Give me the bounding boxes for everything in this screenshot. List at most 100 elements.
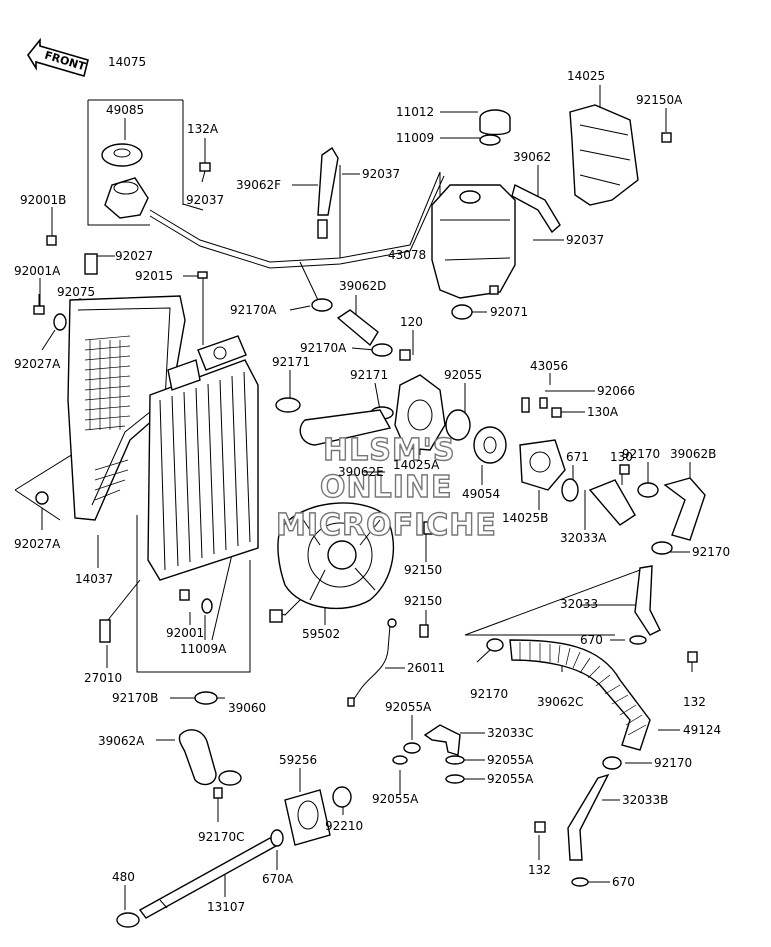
label-480: 480 <box>112 870 135 884</box>
watermark-line-2: ONLINE <box>320 470 453 505</box>
label-92001B: 92001B <box>20 193 66 207</box>
hose-39062C <box>509 639 651 751</box>
grommet-92027A <box>35 491 49 505</box>
label-92001A: 92001A <box>14 264 61 278</box>
label-14025: 14025 <box>567 69 605 83</box>
pipe-32033B <box>567 773 610 861</box>
leader-lines <box>14 85 693 910</box>
bolt-92001B <box>46 235 57 246</box>
label-92071: 92071 <box>490 305 528 319</box>
label-130A: 130A <box>587 405 619 419</box>
label-92170-c: 92170 <box>470 687 508 701</box>
label-39062F: 39062F <box>236 178 281 192</box>
label-92027A: 92027A <box>14 357 61 371</box>
label-39062D: 39062D <box>339 279 386 293</box>
label-92170A: 92170A <box>230 303 277 317</box>
label-92171: 92171 <box>272 355 310 369</box>
label-92027: 92027 <box>115 249 153 263</box>
oring-671 <box>561 478 579 502</box>
hose-39062B <box>663 477 706 541</box>
label-92027A-2: 92027A <box>14 537 61 551</box>
radiator-core <box>147 335 259 581</box>
plug-92066 <box>539 397 548 409</box>
label-11009A: 11009A <box>180 642 227 656</box>
label-49085: 49085 <box>106 103 144 117</box>
circlip-480 <box>116 912 140 928</box>
label-92001: 92001 <box>166 626 204 640</box>
radiator-shroud <box>67 295 186 521</box>
label-39062E: 39062E <box>338 465 384 479</box>
oring-92055A-2 <box>445 755 465 765</box>
hose-39062A <box>178 729 242 786</box>
label-120: 120 <box>400 315 423 329</box>
clamp-92170C <box>213 787 223 799</box>
bolt-132 <box>687 651 698 663</box>
label-39062B: 39062B <box>670 447 716 461</box>
label-92170-d: 92170 <box>654 756 692 770</box>
label-14037: 14037 <box>75 572 113 586</box>
label-92055: 92055 <box>444 368 482 382</box>
label-32033: 32033 <box>560 597 598 611</box>
label-92210: 92210 <box>325 819 363 833</box>
hose-39062F <box>317 146 339 239</box>
label-26011: 26011 <box>407 661 445 675</box>
label-92055A-2: 92055A <box>487 753 534 767</box>
bolt-132-b <box>534 821 546 833</box>
oring-670 <box>629 635 647 645</box>
pipe-32033A <box>588 479 636 526</box>
watermark: HLSM'S ONLINE MICROFICHE <box>275 432 497 543</box>
bolt-132A <box>199 162 211 183</box>
label-92170C: 92170C <box>198 830 245 844</box>
bolt-92150A <box>661 132 672 143</box>
clamp-92170-d <box>602 756 622 770</box>
oring-92055A-1 <box>403 742 421 754</box>
label-92015: 92015 <box>135 269 173 283</box>
label-59502: 59502 <box>302 627 340 641</box>
label-39062A: 39062A <box>98 734 145 748</box>
label-27010: 27010 <box>84 671 122 685</box>
fan-assembly <box>269 502 395 623</box>
label-92170A-2: 92170A <box>300 341 347 355</box>
clamp-92170-b <box>651 541 673 555</box>
label-32033C: 32033C <box>487 726 534 740</box>
clamp-92171 <box>275 397 301 413</box>
washer-11009A <box>201 598 213 614</box>
label-92150: 92150 <box>404 563 442 577</box>
label-92150A: 92150A <box>636 93 683 107</box>
label-11009: 11009 <box>396 131 434 145</box>
filler-neck <box>104 177 149 219</box>
oring-92055A-3 <box>445 774 465 784</box>
watermark-line-1: HLSM'S <box>323 433 455 468</box>
label-92055A-3: 92055A <box>487 772 534 786</box>
thermostat-housing <box>519 439 566 491</box>
reservoir-cap <box>479 109 511 136</box>
hose-39062D <box>336 309 379 347</box>
impeller <box>284 789 331 846</box>
label-39062: 39062 <box>513 150 551 164</box>
label-92170-b: 92170 <box>692 545 730 559</box>
label-92150-b: 92150 <box>404 594 442 608</box>
label-49124: 49124 <box>683 723 721 737</box>
label-92037-c: 92037 <box>566 233 604 247</box>
label-92066: 92066 <box>597 384 635 398</box>
oring-92055 <box>445 409 471 441</box>
bolt-92150 <box>423 521 433 535</box>
label-32033B: 32033B <box>622 793 668 807</box>
grommet-92075 <box>53 313 67 331</box>
label-92170-a: 92170 <box>622 447 660 461</box>
oring-670-b <box>571 877 589 887</box>
label-92075: 92075 <box>57 285 95 299</box>
grommet-92071 <box>451 304 473 320</box>
label-670: 670 <box>580 633 603 647</box>
label-14075: 14075 <box>108 55 146 69</box>
label-59256: 59256 <box>279 753 317 767</box>
label-14025B: 14025B <box>502 511 548 525</box>
clamp-92170A-b <box>371 343 393 357</box>
hose-39062 <box>511 183 561 234</box>
watermark-line-3: MICROFICHE <box>276 508 497 543</box>
label-92055A: 92055A <box>385 700 432 714</box>
clamp-92170 <box>637 482 659 498</box>
label-92170B: 92170B <box>112 691 158 705</box>
label-130: 130 <box>610 450 633 464</box>
